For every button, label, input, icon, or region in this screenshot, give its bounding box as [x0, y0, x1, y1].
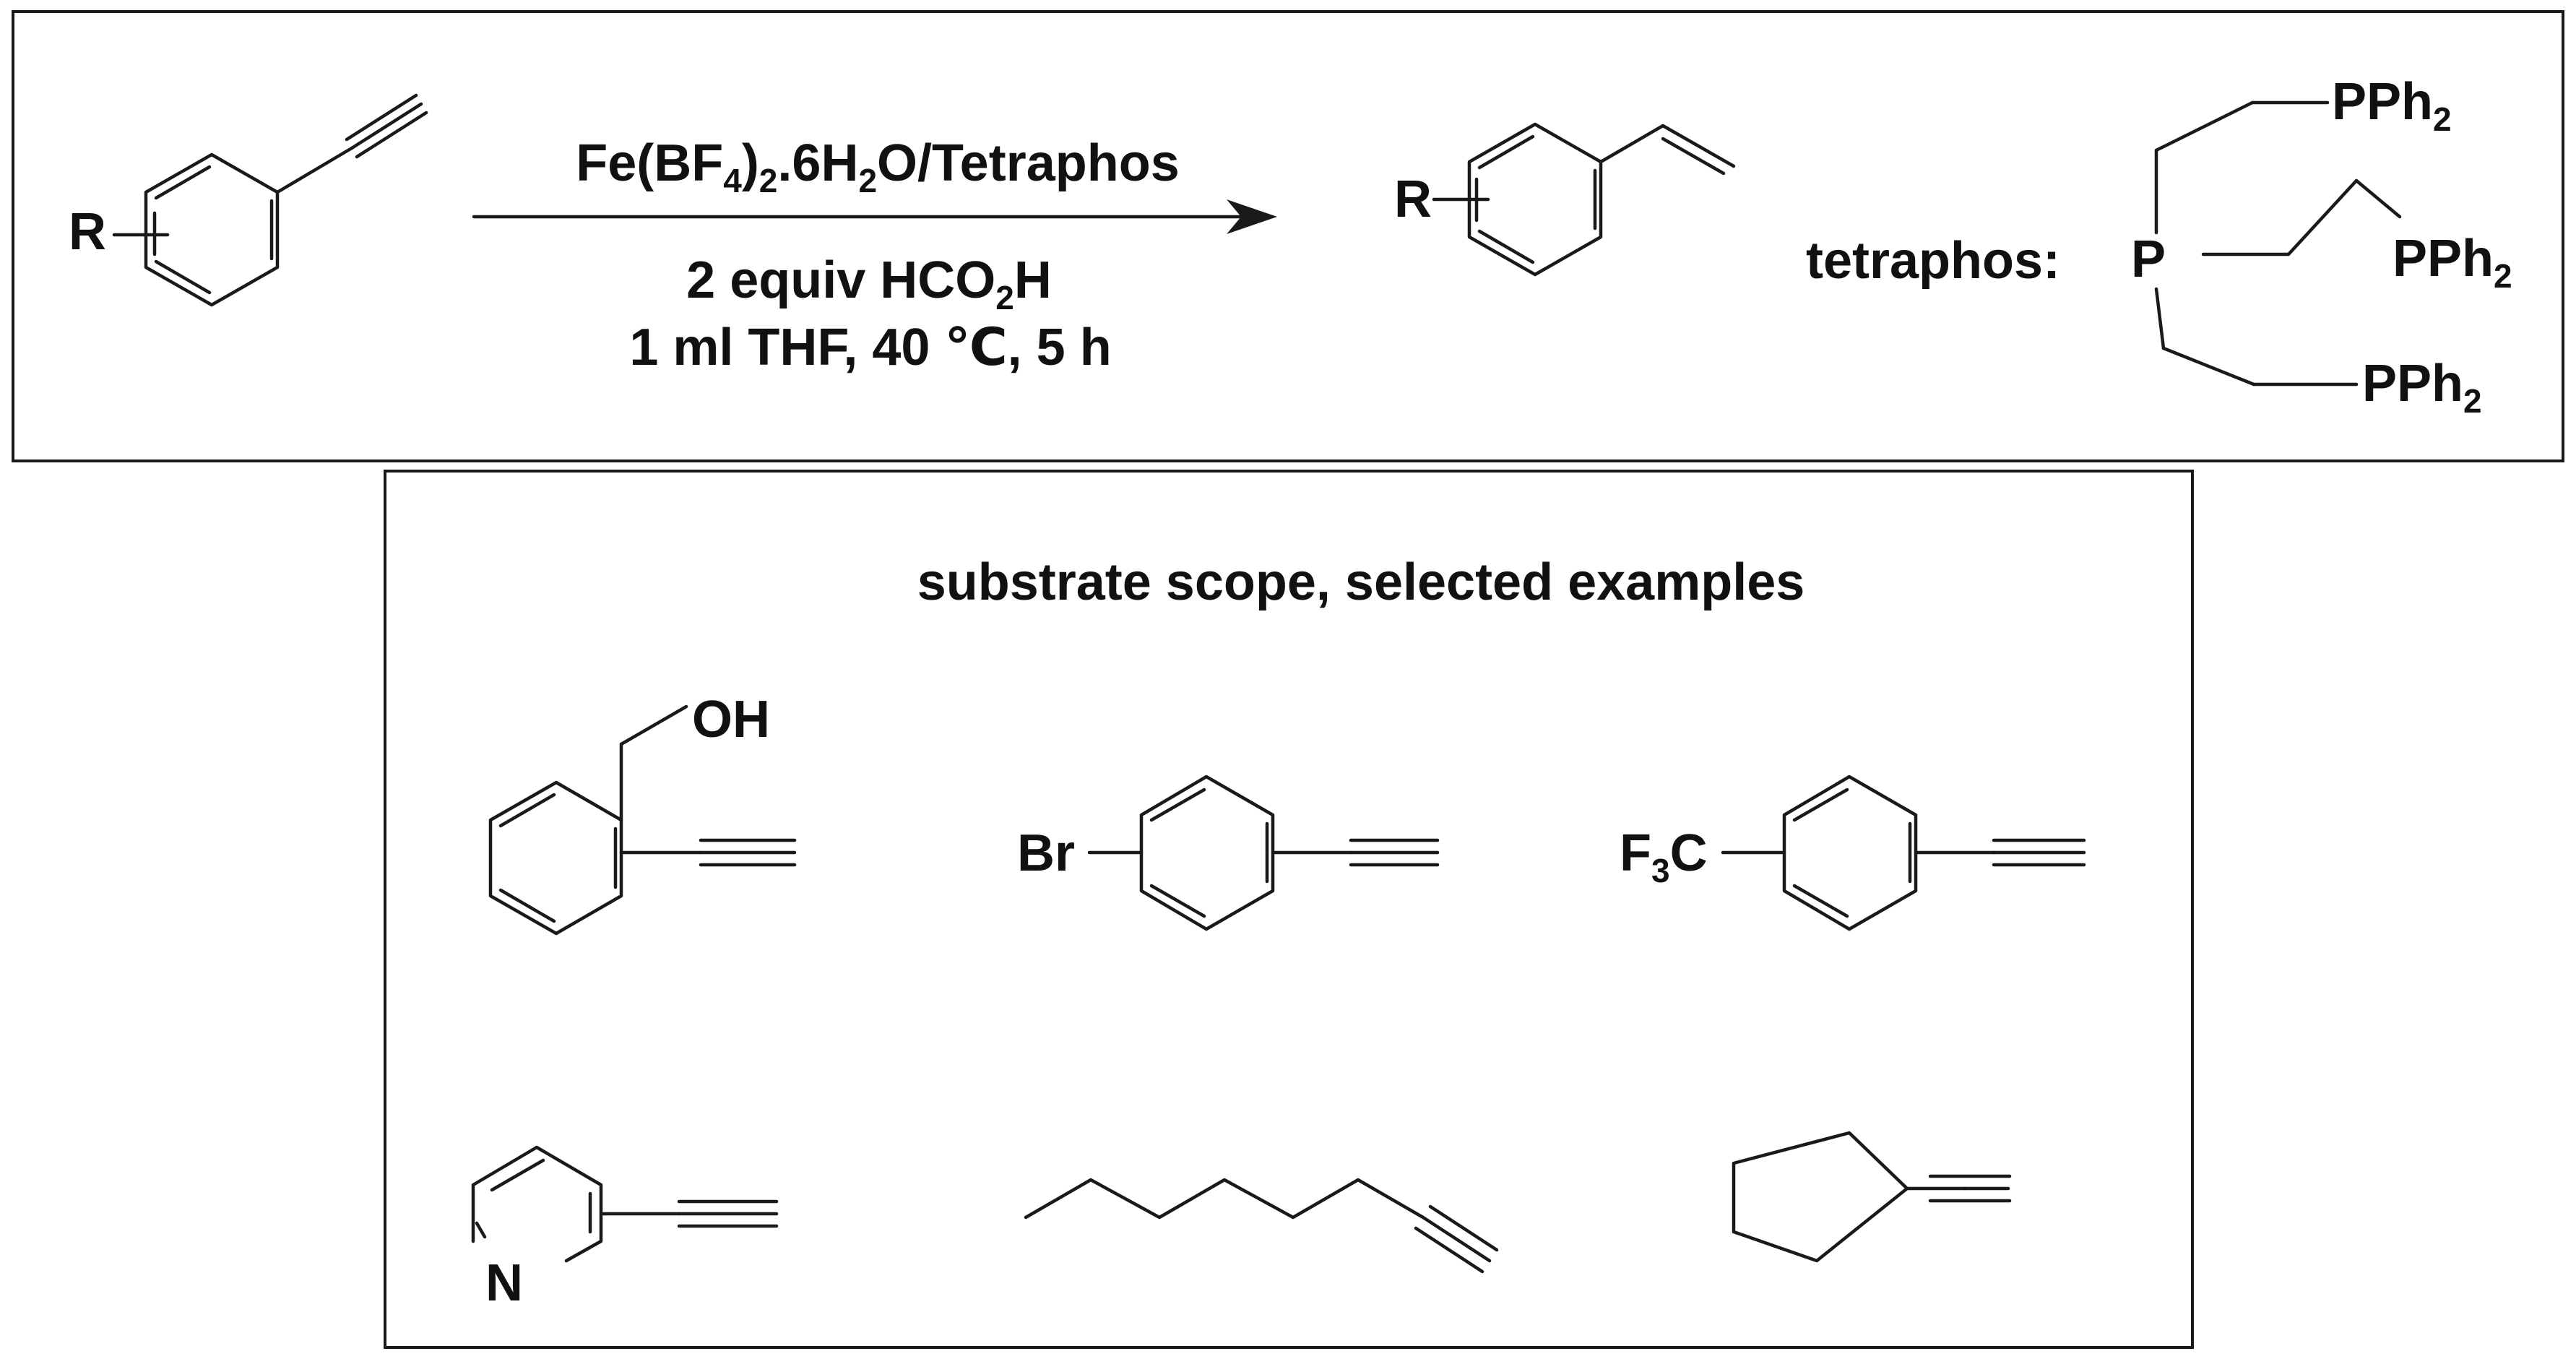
trifluoromethyl-label: F3C [1620, 824, 1708, 889]
scope-3-ethynylpyridine: N [471, 1145, 779, 1312]
diphenylphosphino-label-bottom: PPh2 [2362, 355, 2482, 420]
bromo-label: Br [1017, 824, 1075, 882]
solvent-temperature-time-text: 1 ml THF, 40 ℃, 5 h [629, 319, 1111, 376]
product-styrene-structure: R [1394, 122, 1736, 277]
scope-4-trifluoromethylphenylacetylene: F3C [1620, 775, 2086, 931]
reaction-panel-frame [12, 10, 2564, 462]
catalyst-reagent-text: Fe(BF4)2.6H2O/Tetraphos [576, 134, 1180, 199]
scope-4-bromophenylacetylene: Br [1017, 775, 1440, 931]
reaction-arrow [472, 199, 1277, 234]
formic-acid-condition-text: 2 equiv HCO2H [686, 251, 1052, 316]
diphenylphosphino-label-middle: PPh2 [2393, 230, 2512, 295]
starting-alkyne-structure: R [69, 93, 428, 307]
product-substituent-label: R [1394, 171, 1432, 228]
scope-2-ethynylbenzyl-alcohol: OH [488, 691, 797, 936]
nitrogen-label: N [485, 1254, 523, 1312]
substrate-scope-panel-frame [384, 470, 2194, 1349]
starting-benzene-ring [144, 152, 280, 307]
scope-1-octyne [1024, 1178, 1499, 1274]
hydroxyl-label: OH [692, 691, 770, 748]
scope-ethynylcyclopentane [1732, 1131, 2012, 1263]
tetraphos-label: tetraphos: [1806, 232, 2060, 290]
substrate-scope-title: substrate scope, selected examples [917, 553, 1805, 611]
tetraphos-ligand-structure: tetraphos: P PPh2 PPh2 PPh2 [1806, 73, 2512, 420]
starting-substituent-label: R [69, 203, 106, 261]
central-phosphorus-label: P [2131, 230, 2166, 288]
diphenylphosphino-label-top: PPh2 [2332, 73, 2452, 138]
